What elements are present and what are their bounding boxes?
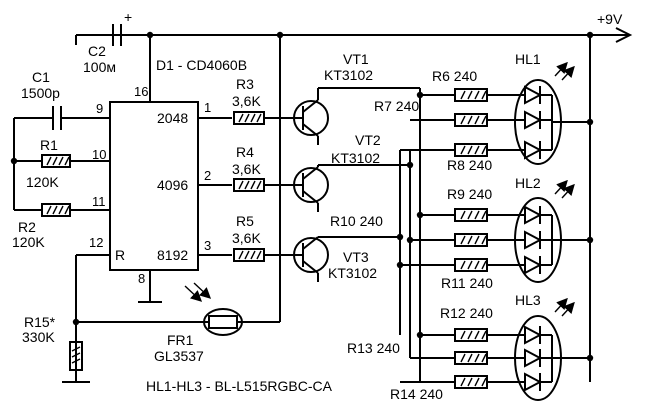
r4-value: 3,6K	[232, 161, 261, 177]
r8-label: R8 240	[447, 157, 492, 173]
ic-pin-10: 10	[92, 147, 106, 162]
ic-pin-16: 16	[134, 84, 148, 99]
fr1-value: GL3537	[154, 348, 204, 364]
ic-out-8192: 8192	[157, 247, 188, 263]
r2-value: 120K	[12, 234, 45, 250]
fr1-ref: FR1	[167, 332, 194, 348]
r10-label: R10 240	[330, 213, 383, 229]
ic-pin-1: 1	[204, 100, 211, 115]
resistor-r3	[233, 111, 265, 125]
led-hl1	[514, 61, 594, 165]
ic-pin-2: 2	[204, 168, 211, 183]
r1-value: 120K	[26, 174, 59, 190]
r5-value: 3,6K	[232, 230, 261, 246]
r2-ref: R2	[18, 219, 36, 235]
ic-reset-label: R	[115, 247, 125, 263]
caption: HL1-HL3 - BL-L515RGBC-CA	[146, 378, 333, 394]
resistor-r6	[454, 88, 488, 102]
oscillator-network	[10, 106, 110, 211]
c1-value: 1500p	[21, 85, 60, 101]
ic-name: D1 - CD4060B	[156, 57, 247, 73]
r11-label: R11 240	[441, 275, 493, 291]
c1-ref: C1	[32, 69, 50, 85]
supply-label: +9V	[597, 11, 623, 27]
resistor-r12	[454, 328, 488, 342]
resistor-r14	[454, 375, 488, 389]
ic-pin-11: 11	[92, 194, 106, 209]
resistor-r2	[41, 203, 71, 217]
vt3-type: KT3102	[328, 265, 377, 281]
ic-pin-8: 8	[138, 271, 145, 286]
r4-ref: R4	[236, 144, 254, 160]
r14-label: R14 240	[390, 386, 443, 402]
r13-label: R13 240	[347, 340, 400, 356]
r12-label: R12 240	[440, 305, 493, 321]
c2-ref: C2	[88, 43, 106, 59]
resistor-r10	[454, 233, 488, 247]
r3-ref: R3	[236, 76, 254, 92]
r6-label: R6 240	[432, 68, 477, 84]
r9-label: R9 240	[447, 186, 492, 202]
power-rail	[75, 27, 633, 382]
r5-ref: R5	[236, 213, 254, 229]
resistor-r13	[454, 351, 488, 365]
ic-out-2048: 2048	[157, 110, 188, 126]
hl1-ref: HL1	[515, 51, 541, 67]
transistor-vt2	[293, 164, 410, 212]
vt1-type: KT3102	[324, 67, 373, 83]
led-resistor-wires	[396, 91, 515, 383]
resistor-r4	[233, 178, 265, 192]
hl3-ref: HL3	[515, 292, 541, 308]
resistor-r5	[233, 248, 265, 262]
led-hl3	[514, 297, 594, 401]
c2-value: 100м	[83, 59, 116, 75]
transistor-vt1	[293, 87, 420, 145]
vt2-type: KT3102	[331, 150, 380, 166]
resistor-r15	[69, 341, 83, 371]
vt3-ref: VT3	[343, 249, 369, 265]
r1-ref: R1	[40, 137, 58, 153]
photoresistor-fr1	[184, 282, 243, 336]
ic-d1	[109, 101, 199, 303]
ic-pin-3: 3	[204, 238, 211, 253]
c2-plus: +	[124, 9, 132, 25]
hl2-ref: HL2	[515, 175, 541, 191]
r7-label: R7 240	[374, 98, 419, 114]
transistor-vt3	[293, 236, 400, 282]
r15-value: 330K	[22, 329, 55, 345]
r3-value: 3,6K	[232, 93, 261, 109]
resistor-r11	[454, 258, 488, 272]
ic-out-4096: 4096	[157, 177, 188, 193]
resistor-r1	[41, 154, 71, 168]
resistor-r7	[454, 113, 488, 127]
capacitor-c2	[76, 24, 150, 46]
resistor-r9	[454, 208, 488, 222]
vt2-ref: VT2	[355, 132, 381, 148]
resistor-r8	[454, 143, 488, 157]
ic-pin-9: 9	[96, 101, 103, 116]
led-hl2	[514, 179, 594, 283]
r15-ref: R15*	[24, 314, 56, 330]
ic-pin-12: 12	[89, 235, 103, 250]
base-wires	[198, 117, 296, 256]
vt1-ref: VT1	[343, 51, 369, 67]
